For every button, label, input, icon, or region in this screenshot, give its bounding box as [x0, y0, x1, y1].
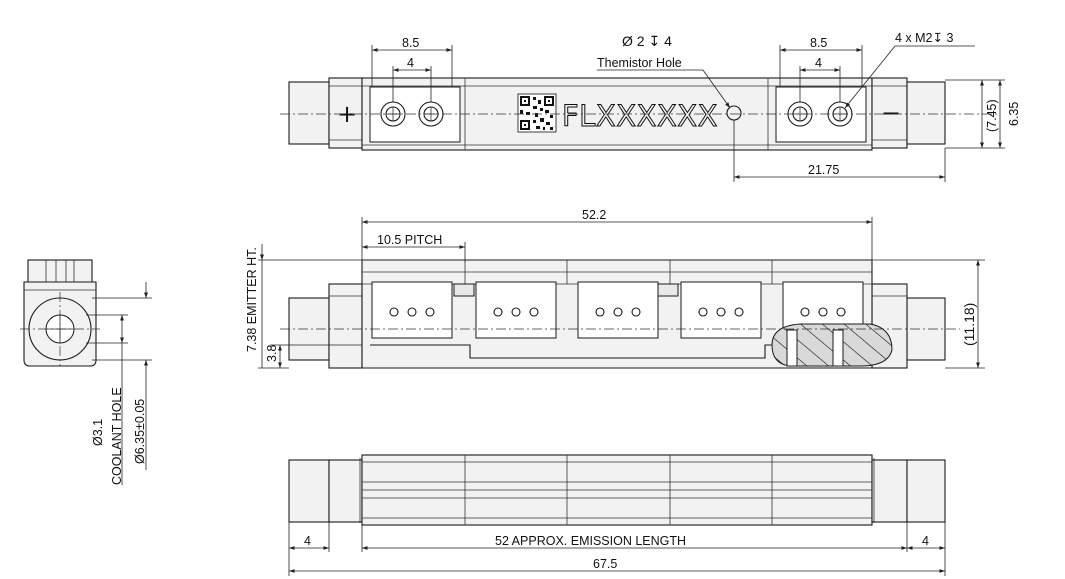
dim-8-5-right: 8.5 — [779, 36, 863, 87]
dim-4-right: 4 — [907, 522, 946, 576]
right-coolant-tube — [906, 81, 946, 145]
dim-text: 21.75 — [808, 163, 839, 177]
right-terminal-block — [775, 86, 867, 143]
dim-pitch: 10.5 PITCH — [362, 233, 466, 262]
coolant-label: COOLANT HOLE — [110, 387, 124, 485]
dim-height-top: (7.45) 6.35 — [945, 79, 1021, 149]
right-cap — [871, 459, 908, 523]
top-view: FLXXXXXX + − 8.5 4 8.5 4 Ø 2 ↧ 4 — [280, 31, 1021, 182]
left-tube — [288, 459, 330, 523]
front-view: 52.2 10.5 PITCH 7.38 EMITTER HT. 3.8 (11… — [245, 208, 985, 369]
connector-2 — [475, 281, 557, 339]
svg-text:67.5: 67.5 — [593, 557, 617, 571]
svg-text:3.8: 3.8 — [265, 345, 279, 362]
dim-8-5-left: 8.5 — [371, 36, 453, 87]
connector-3 — [577, 281, 659, 339]
right-tube — [906, 459, 946, 523]
svg-text:Ø 2 ↧ 4: Ø 2 ↧ 4 — [622, 33, 672, 49]
dim-21-75: 21.75 — [733, 120, 946, 182]
dim-67-5: 67.5 — [289, 557, 945, 573]
dim-52-2: 52.2 — [361, 208, 873, 262]
dim-emitter: 7.38 EMITTER HT. — [245, 244, 362, 369]
dim-text: 8.5 — [402, 36, 419, 50]
dim-11-18: (11.18) — [872, 259, 985, 369]
dim-7-45: (7.45) — [985, 99, 999, 132]
svg-text:4: 4 — [304, 534, 311, 548]
connector-4 — [680, 281, 762, 339]
minus-sign: − — [881, 99, 901, 127]
bottom-view: 4 52 APPROX. EMISSION LENGTH 4 67.5 — [288, 454, 946, 576]
svg-text:7.38 EMITTER HT.: 7.38 EMITTER HT. — [245, 247, 259, 352]
svg-text:4: 4 — [922, 534, 929, 548]
dim-4-left: 4 — [392, 56, 432, 102]
side-top-block — [27, 259, 93, 285]
qr-code-icon — [517, 93, 557, 133]
dim-text: 4 — [407, 56, 414, 70]
dim-4-right: 4 — [799, 56, 841, 102]
dim-4-left: 4 — [288, 522, 330, 576]
svg-text:52 APPROX. EMISSION LENGTH: 52 APPROX. EMISSION LENGTH — [495, 534, 686, 548]
connector-1 — [371, 281, 453, 339]
left-cap — [328, 283, 363, 369]
pin-holes — [389, 307, 846, 317]
svg-text:(11.18): (11.18) — [961, 303, 977, 346]
dim-emission: 52 APPROX. EMISSION LENGTH — [361, 522, 908, 552]
left-cap — [328, 459, 363, 523]
dim-6-35: 6.35 — [1007, 102, 1021, 126]
coolant-dia: Ø3.1 — [91, 419, 105, 446]
left-coolant-tube — [288, 81, 330, 145]
side-view: Ø3.1 COOLANT HOLE Ø6.35±0.05 — [20, 259, 152, 485]
thermistor-label: Themistor Hole — [597, 56, 682, 70]
section-cutaway — [771, 323, 893, 367]
screw-callout: 4 x M2↧ 3 — [844, 31, 975, 109]
dim-3-8: 3.8 — [265, 345, 362, 368]
dim-text: 52.2 — [582, 208, 606, 222]
left-terminal-block — [369, 86, 461, 143]
thermistor-callout: Ø 2 ↧ 4 Themistor Hole — [597, 33, 731, 109]
model-label: FLXXXXXX — [562, 99, 718, 133]
dim-text: 10.5 PITCH — [377, 233, 442, 247]
tube-dia: Ø6.35±0.05 — [133, 399, 147, 464]
dim-text: 4 — [815, 56, 822, 70]
dim-text: 8.5 — [810, 36, 827, 50]
left-end-cap — [328, 77, 363, 149]
svg-text:4 x M2↧ 3: 4 x M2↧ 3 — [895, 31, 953, 45]
